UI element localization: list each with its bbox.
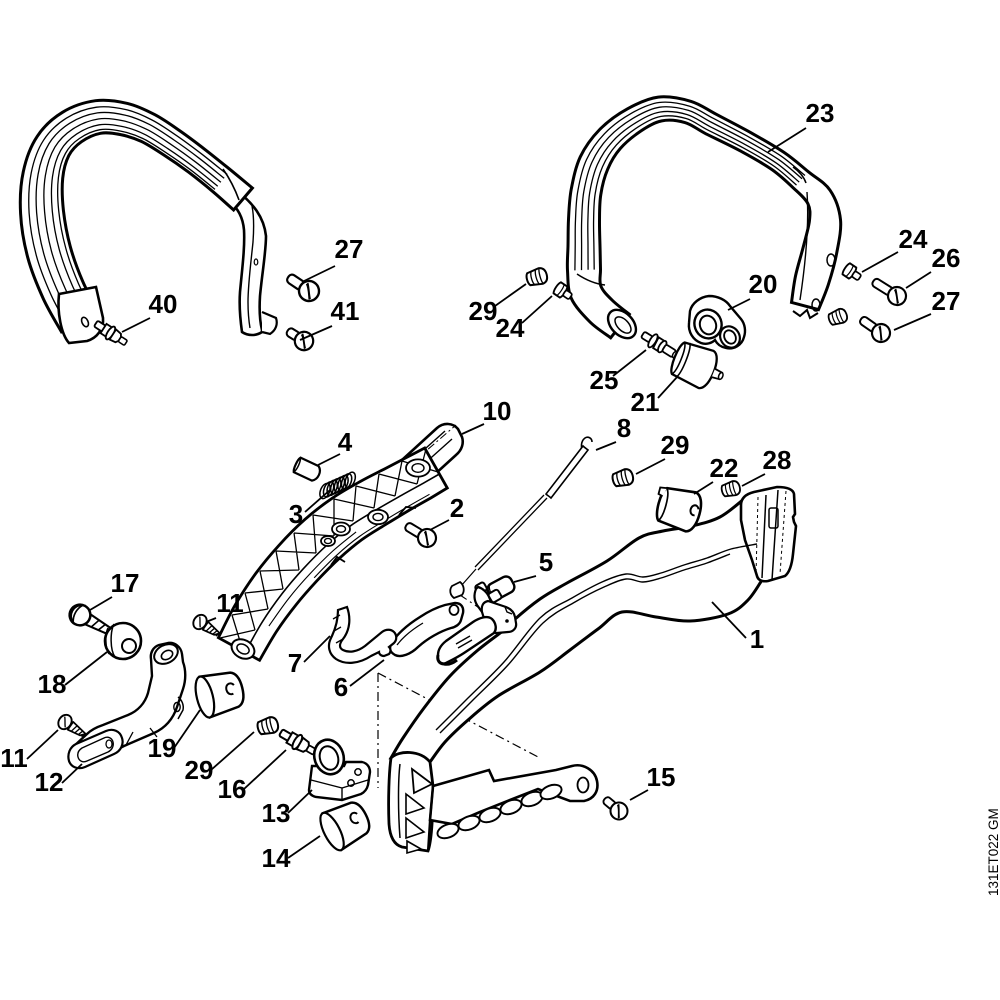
svg-text:15: 15 (647, 762, 676, 792)
svg-text:26: 26 (932, 243, 961, 273)
svg-text:11: 11 (216, 588, 244, 618)
svg-text:5: 5 (539, 547, 553, 577)
svg-text:23: 23 (806, 98, 835, 128)
svg-text:11: 11 (0, 743, 28, 773)
svg-text:17: 17 (111, 568, 140, 598)
svg-text:6: 6 (334, 672, 348, 702)
svg-text:3: 3 (289, 499, 303, 529)
svg-text:25: 25 (590, 365, 619, 395)
svg-text:41: 41 (331, 296, 360, 326)
svg-text:21: 21 (631, 387, 660, 417)
svg-text:8: 8 (617, 413, 631, 443)
svg-text:29: 29 (661, 430, 690, 460)
svg-text:12: 12 (35, 767, 64, 797)
svg-text:29: 29 (185, 755, 214, 785)
svg-text:2: 2 (450, 493, 464, 523)
svg-text:131ET022 GM: 131ET022 GM (986, 808, 1000, 896)
svg-text:16: 16 (218, 774, 247, 804)
svg-text:28: 28 (763, 445, 792, 475)
svg-text:20: 20 (749, 269, 778, 299)
svg-text:18: 18 (38, 669, 67, 699)
svg-text:22: 22 (710, 453, 739, 483)
svg-text:10: 10 (483, 396, 512, 426)
svg-text:40: 40 (149, 289, 178, 319)
svg-text:29: 29 (469, 296, 498, 326)
svg-text:27: 27 (932, 286, 961, 316)
svg-text:27: 27 (335, 234, 364, 264)
svg-text:19: 19 (148, 733, 177, 763)
svg-text:13: 13 (262, 798, 291, 828)
svg-text:14: 14 (262, 843, 291, 873)
svg-text:24: 24 (496, 313, 525, 343)
svg-text:4: 4 (338, 427, 353, 457)
svg-text:1: 1 (750, 624, 764, 654)
svg-text:24: 24 (899, 224, 928, 254)
svg-text:7: 7 (288, 648, 302, 678)
